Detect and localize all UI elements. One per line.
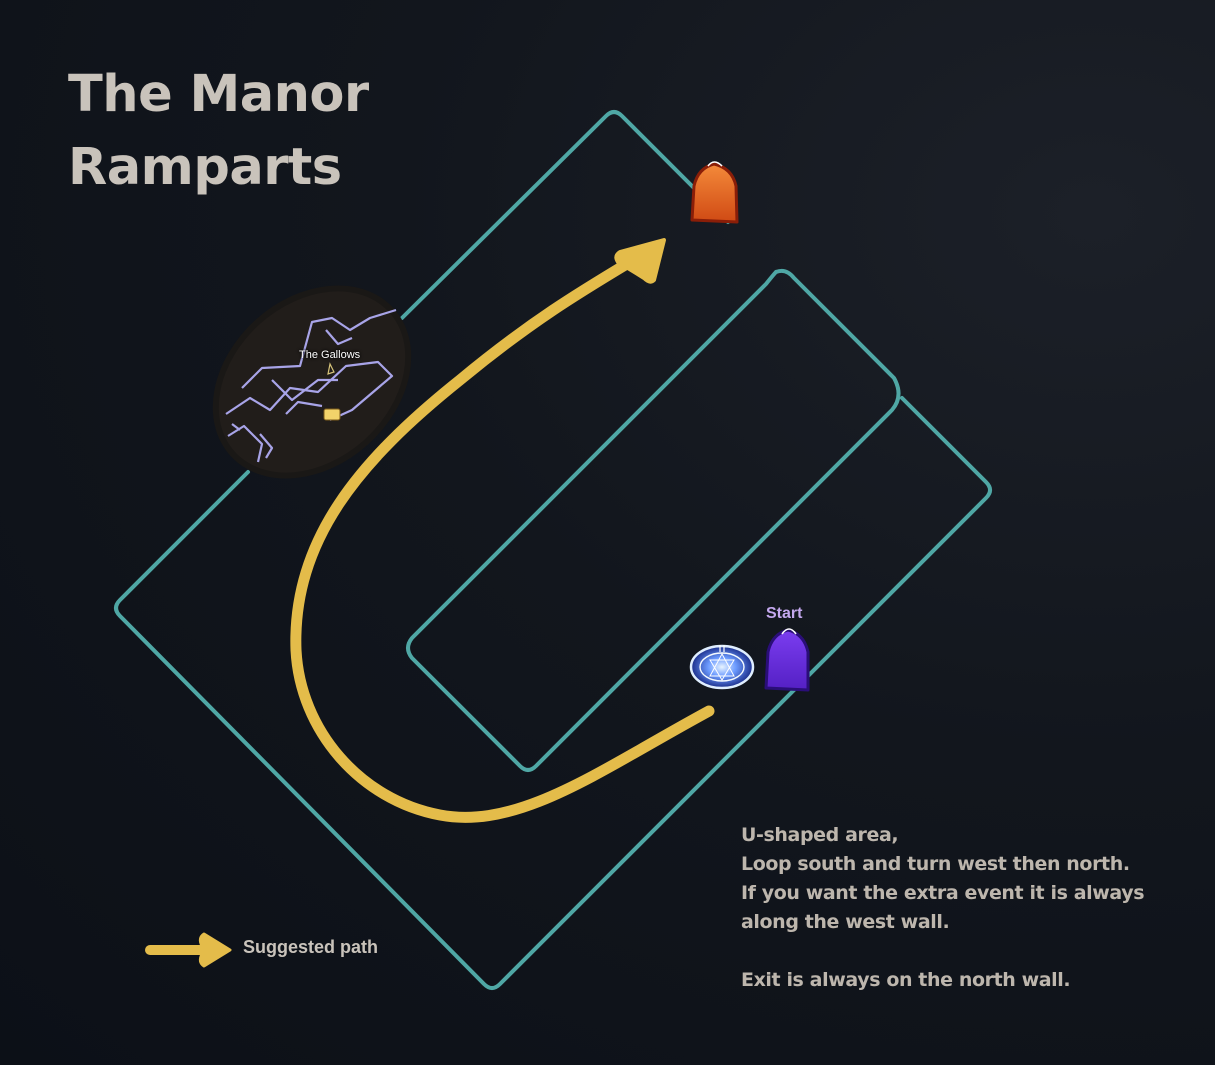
waypoint-portal-icon [689, 644, 755, 690]
area-notes: U-shaped area, Loop south and turn west … [741, 821, 1201, 995]
note-line-3: If you want the extra event it is always [741, 882, 1145, 904]
note-line-1: U-shaped area, [741, 824, 899, 846]
note-spacer [741, 937, 1201, 966]
note-line-4: along the west wall. [741, 911, 950, 933]
legend-arrow-icon [145, 932, 232, 968]
area-outer-boundary [114, 110, 992, 990]
title-line-2: Ramparts [68, 138, 342, 197]
title-line-1: The Manor [68, 65, 369, 124]
start-label: Start [766, 605, 803, 622]
start-marker-icon [764, 628, 810, 692]
minimap-label: The Gallows [299, 349, 361, 361]
suggested-path [290, 238, 715, 823]
legend-label: Suggested path [243, 937, 379, 957]
path-arrowhead-icon [614, 238, 666, 284]
exit-marker-icon [690, 161, 739, 224]
note-line-5: Exit is always on the north wall. [741, 969, 1071, 991]
page-title: The Manor Ramparts [68, 58, 369, 204]
minimap-gallows [212, 285, 412, 479]
note-line-2: Loop south and turn west then north. [741, 853, 1130, 875]
